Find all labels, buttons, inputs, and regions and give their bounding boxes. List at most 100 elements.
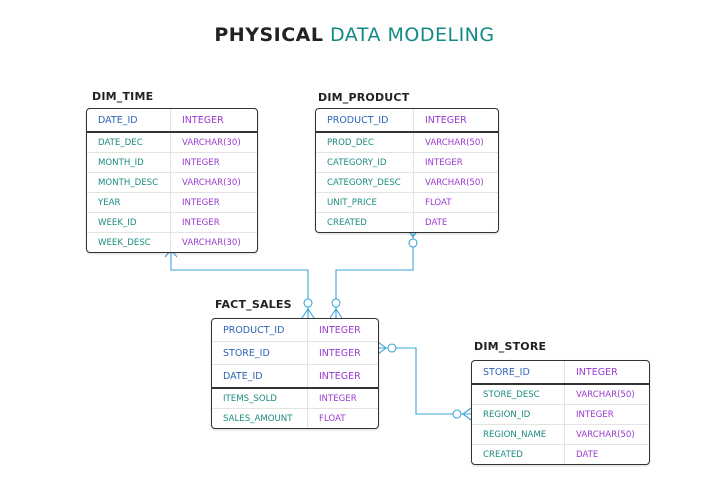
primary-key-section: PRODUCT_ID INTEGER STORE_ID INTEGER DATE_I… xyxy=(212,319,378,389)
table-dim-time[interactable]: DATE_ID INTEGER DATE_DEC VARCHAR(30) MONT… xyxy=(86,108,258,253)
column-name: CATEGORY_ID xyxy=(316,153,414,172)
table-row: MONTH_DESC VARCHAR(30) xyxy=(87,172,257,192)
table-name-fact-sales: FACT_SALES xyxy=(215,298,292,311)
table-name-dim-time: DIM_TIME xyxy=(92,90,154,103)
column-type: INTEGER xyxy=(182,157,220,168)
table-row: PROD_DEC VARCHAR(50) xyxy=(316,133,498,152)
table-dim-store[interactable]: STORE_ID INTEGER STORE_DESC VARCHAR(50) RE… xyxy=(471,360,650,465)
column-name: DATE_ID xyxy=(212,365,308,387)
table-row: PRODUCT_ID INTEGER xyxy=(212,319,378,341)
table-row: CREATED DATE xyxy=(472,444,649,464)
column-type: INTEGER xyxy=(319,324,361,336)
column-type: VARCHAR(30) xyxy=(182,237,241,248)
connector-sales-store xyxy=(378,347,471,415)
table-row: PRODUCT_ID INTEGER xyxy=(316,109,498,131)
table-dim-product[interactable]: PRODUCT_ID INTEGER PROD_DEC VARCHAR(50) C… xyxy=(315,108,499,233)
table-row: CREATED DATE xyxy=(316,212,498,232)
column-name: STORE_ID xyxy=(472,361,565,383)
circle-mark-sales-product xyxy=(331,298,341,308)
column-type: FLOAT xyxy=(425,197,452,208)
column-type: VARCHAR(50) xyxy=(425,177,484,188)
column-name: PROD_DEC xyxy=(316,133,414,152)
column-type: INTEGER xyxy=(319,393,357,404)
column-type: DATE xyxy=(425,217,448,228)
column-type: VARCHAR(50) xyxy=(425,137,484,148)
column-type: VARCHAR(30) xyxy=(182,137,241,148)
column-name: DATE_DEC xyxy=(87,133,171,152)
column-name: REGION_ID xyxy=(472,405,565,424)
table-row: CATEGORY_ID INTEGER xyxy=(316,152,498,172)
table-fact-sales[interactable]: PRODUCT_ID INTEGER STORE_ID INTEGER DATE_I… xyxy=(211,318,379,429)
connector-time-sales xyxy=(170,247,309,318)
table-row: UNIT_PRICE FLOAT xyxy=(316,192,498,212)
crow-foot-sales-store xyxy=(377,341,387,355)
crow-foot-store xyxy=(462,407,472,421)
table-row: ITEMS_SOLD INTEGER xyxy=(212,389,378,408)
column-name: DATE_ID xyxy=(87,109,171,131)
columns-section: PROD_DEC VARCHAR(50) CATEGORY_ID INTEGER C… xyxy=(316,133,498,232)
table-row: WEEK_ID INTEGER xyxy=(87,212,257,232)
column-type: VARCHAR(50) xyxy=(576,429,635,440)
crow-foot-sales-time xyxy=(301,308,315,319)
column-type: INTEGER xyxy=(576,409,614,420)
primary-key-section: DATE_ID INTEGER xyxy=(87,109,257,133)
table-row: REGION_ID INTEGER xyxy=(472,404,649,424)
title-light: DATA MODELING xyxy=(330,24,495,46)
column-type: DATE xyxy=(576,449,599,460)
column-name: CREATED xyxy=(472,445,565,464)
table-row: YEAR INTEGER xyxy=(87,192,257,212)
column-type: INTEGER xyxy=(319,347,361,359)
column-type: INTEGER xyxy=(319,370,361,382)
circle-mark-store xyxy=(452,409,462,419)
column-name: CATEGORY_DESC xyxy=(316,173,414,192)
column-name: MONTH_ID xyxy=(87,153,171,172)
column-name: PRODUCT_ID xyxy=(212,319,308,341)
primary-key-section: PRODUCT_ID INTEGER xyxy=(316,109,498,133)
column-name: STORE_ID xyxy=(212,342,308,364)
table-row: DATE_ID INTEGER xyxy=(212,364,378,387)
column-name: STORE_DESC xyxy=(472,385,565,404)
column-name: ITEMS_SOLD xyxy=(212,389,308,408)
columns-section: DATE_DEC VARCHAR(30) MONTH_ID INTEGER MONT… xyxy=(87,133,257,252)
connector-product-sales xyxy=(335,229,414,318)
table-row: CATEGORY_DESC VARCHAR(50) xyxy=(316,172,498,192)
column-type: INTEGER xyxy=(425,114,467,126)
table-name-dim-store: DIM_STORE xyxy=(474,340,547,353)
table-row: STORE_ID INTEGER xyxy=(472,361,649,383)
column-type: FLOAT xyxy=(319,413,346,424)
column-type: INTEGER xyxy=(425,157,463,168)
column-name: WEEK_DESC xyxy=(87,233,171,252)
column-type: INTEGER xyxy=(182,197,220,208)
column-type: INTEGER xyxy=(182,217,220,228)
table-name-dim-product: DIM_PRODUCT xyxy=(318,91,410,104)
table-row: DATE_DEC VARCHAR(30) xyxy=(87,133,257,152)
diagram-title: PHYSICAL DATA MODELING xyxy=(0,24,709,46)
column-type: VARCHAR(30) xyxy=(182,177,241,188)
columns-section: STORE_DESC VARCHAR(50) REGION_ID INTEGER R… xyxy=(472,385,649,464)
column-name: UNIT_PRICE xyxy=(316,193,414,212)
crow-foot-sales-product xyxy=(329,308,343,319)
circle-mark-sales-store xyxy=(387,343,397,353)
primary-key-section: STORE_ID INTEGER xyxy=(472,361,649,385)
title-bold: PHYSICAL xyxy=(214,24,324,46)
column-name: SALES_AMOUNT xyxy=(212,409,308,428)
column-name: MONTH_DESC xyxy=(87,173,171,192)
column-name: CREATED xyxy=(316,213,414,232)
table-row: STORE_ID INTEGER xyxy=(212,341,378,364)
column-name: YEAR xyxy=(87,193,171,212)
table-row: MONTH_ID INTEGER xyxy=(87,152,257,172)
table-row: WEEK_DESC VARCHAR(30) xyxy=(87,232,257,252)
table-row: STORE_DESC VARCHAR(50) xyxy=(472,385,649,404)
table-row: DATE_ID INTEGER xyxy=(87,109,257,131)
column-name: PRODUCT_ID xyxy=(316,109,414,131)
circle-mark-product xyxy=(408,238,418,248)
circle-mark-sales-time xyxy=(303,298,313,308)
column-name: WEEK_ID xyxy=(87,213,171,232)
table-row: SALES_AMOUNT FLOAT xyxy=(212,408,378,428)
column-type: VARCHAR(50) xyxy=(576,389,635,400)
column-name: REGION_NAME xyxy=(472,425,565,444)
table-row: REGION_NAME VARCHAR(50) xyxy=(472,424,649,444)
columns-section: ITEMS_SOLD INTEGER SALES_AMOUNT FLOAT xyxy=(212,389,378,428)
column-type: INTEGER xyxy=(576,366,618,378)
